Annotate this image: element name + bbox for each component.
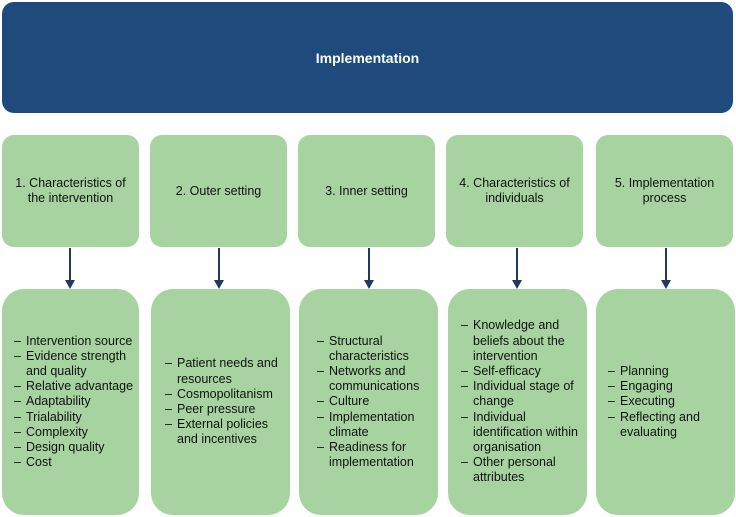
- item-list: Knowledge and beliefs about the interven…: [461, 318, 587, 485]
- arrow-down-icon: [214, 248, 224, 289]
- list-item: Intervention source: [14, 334, 139, 349]
- list-item: Adaptability: [14, 394, 139, 409]
- list-item: Reflecting and evaluating: [608, 410, 735, 440]
- list-item: Knowledge and beliefs about the interven…: [461, 318, 587, 364]
- implementation-header: Implementation: [2, 2, 733, 113]
- list-item: Other personal attributes: [461, 455, 587, 485]
- list-item: Individual stage of change: [461, 379, 587, 409]
- domain-box-outer-setting: 2. Outer setting: [150, 135, 287, 247]
- domain-box-process: 5. Implementation process: [596, 135, 733, 247]
- list-item: Executing: [608, 394, 735, 409]
- list-item: Peer pressure: [165, 402, 290, 417]
- list-item: Evidence strength and quality: [14, 349, 139, 379]
- item-list: Patient needs and resources Cosmopolitan…: [165, 356, 290, 447]
- items-box-intervention: Intervention source Evidence strength an…: [2, 289, 139, 515]
- list-item: Readiness for implementation: [317, 440, 438, 470]
- arrow-down-icon: [65, 248, 75, 289]
- list-item: Engaging: [608, 379, 735, 394]
- list-item: Implementation climate: [317, 410, 438, 440]
- header-title: Implementation: [315, 49, 420, 66]
- item-list: Planning Engaging Executing Reflecting a…: [608, 364, 735, 440]
- arrow-down-icon: [661, 248, 671, 289]
- list-item: Culture: [317, 394, 438, 409]
- domain-title: 1. Characteristics of the intervention: [15, 176, 126, 205]
- arrow-down-icon: [364, 248, 374, 289]
- list-item: Self-efficacy: [461, 364, 587, 379]
- domain-title: 3. Inner setting: [325, 183, 408, 198]
- items-box-outer-setting: Patient needs and resources Cosmopolitan…: [151, 289, 290, 515]
- list-item: Networks and communications: [317, 364, 438, 394]
- domain-title: 5. Implementation process: [614, 176, 715, 205]
- list-item: Relative advantage: [14, 379, 139, 394]
- list-item: Design quality: [14, 440, 139, 455]
- list-item: Planning: [608, 364, 735, 379]
- items-box-inner-setting: Structural characteristics Networks and …: [299, 289, 438, 515]
- domain-box-intervention: 1. Characteristics of the intervention: [2, 135, 139, 247]
- list-item: Cost: [14, 455, 139, 470]
- domain-box-inner-setting: 3. Inner setting: [298, 135, 435, 247]
- item-list: Structural characteristics Networks and …: [317, 334, 438, 471]
- list-item: External policies and incentives: [165, 417, 290, 447]
- domain-title: 4. Characteristics of individuals: [459, 176, 570, 205]
- domain-box-individuals: 4. Characteristics of individuals: [446, 135, 583, 247]
- items-box-process: Planning Engaging Executing Reflecting a…: [596, 289, 735, 515]
- list-item: Structural characteristics: [317, 334, 438, 364]
- domain-title: 2. Outer setting: [175, 183, 262, 198]
- list-item: Individual identification within organis…: [461, 410, 587, 456]
- item-list: Intervention source Evidence strength an…: [14, 334, 139, 471]
- list-item: Complexity: [14, 425, 139, 440]
- items-box-individuals: Knowledge and beliefs about the interven…: [448, 289, 587, 515]
- arrow-down-icon: [512, 248, 522, 289]
- list-item: Patient needs and resources: [165, 356, 290, 386]
- list-item: Cosmopolitanism: [165, 387, 290, 402]
- list-item: Trialability: [14, 410, 139, 425]
